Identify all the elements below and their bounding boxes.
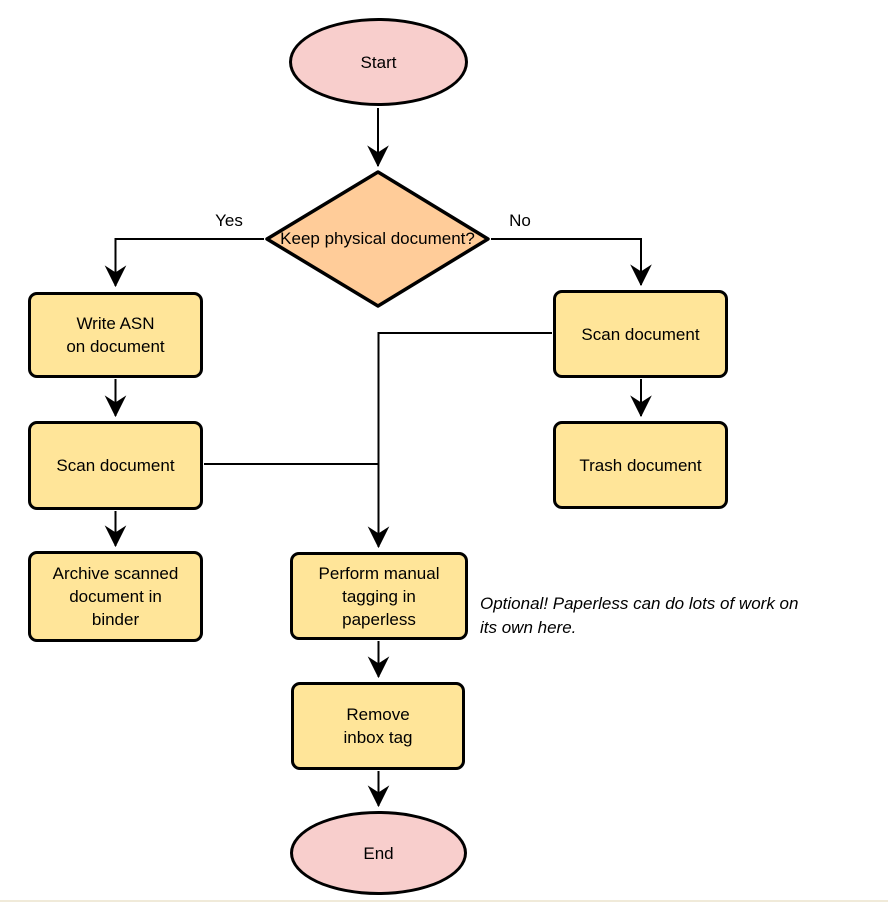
node-start: Start: [289, 18, 468, 106]
annotation-optional-note: Optional! Paperless can do lots of work …: [480, 594, 799, 637]
node-remove-tag-label: Remove inbox tag: [343, 705, 413, 747]
decision-diamond-shape: [265, 170, 490, 308]
node-archive: Archive scanned document in binder: [28, 551, 203, 642]
node-write-asn: Write ASN on document: [28, 292, 203, 378]
edge-decision-no-to-scan-right: [491, 238, 652, 287]
node-scan-right: Scan document: [553, 290, 728, 378]
node-trash-label: Trash document: [579, 455, 702, 475]
edge-decision-yes-to-write-asn: [104, 238, 264, 288]
bottom-divider: [0, 900, 888, 902]
node-end: End: [290, 811, 467, 895]
node-remove-tag: Remove inbox tag: [291, 682, 465, 770]
edge-scan-right-to-tagging: [367, 332, 552, 549]
edge-label-no: No: [509, 211, 531, 230]
node-decision-label: Keep physical document?: [280, 229, 475, 248]
node-start-label: Start: [360, 52, 397, 72]
node-decision-label-box: Keep physical document?: [267, 172, 488, 306]
node-scan-left: Scan document: [28, 421, 203, 510]
node-trash: Trash document: [553, 421, 728, 509]
node-tagging-label: Perform manual tagging in paperless: [318, 563, 440, 629]
node-tagging: Perform manual tagging in paperless: [290, 552, 468, 640]
node-archive-label: Archive scanned document in binder: [52, 564, 179, 629]
node-write-asn-label: Write ASN on document: [66, 314, 165, 356]
node-end-label: End: [363, 843, 394, 863]
edge-label-yes: Yes: [215, 211, 243, 230]
node-scan-right-label: Scan document: [581, 324, 700, 344]
node-scan-left-label: Scan document: [56, 456, 175, 475]
